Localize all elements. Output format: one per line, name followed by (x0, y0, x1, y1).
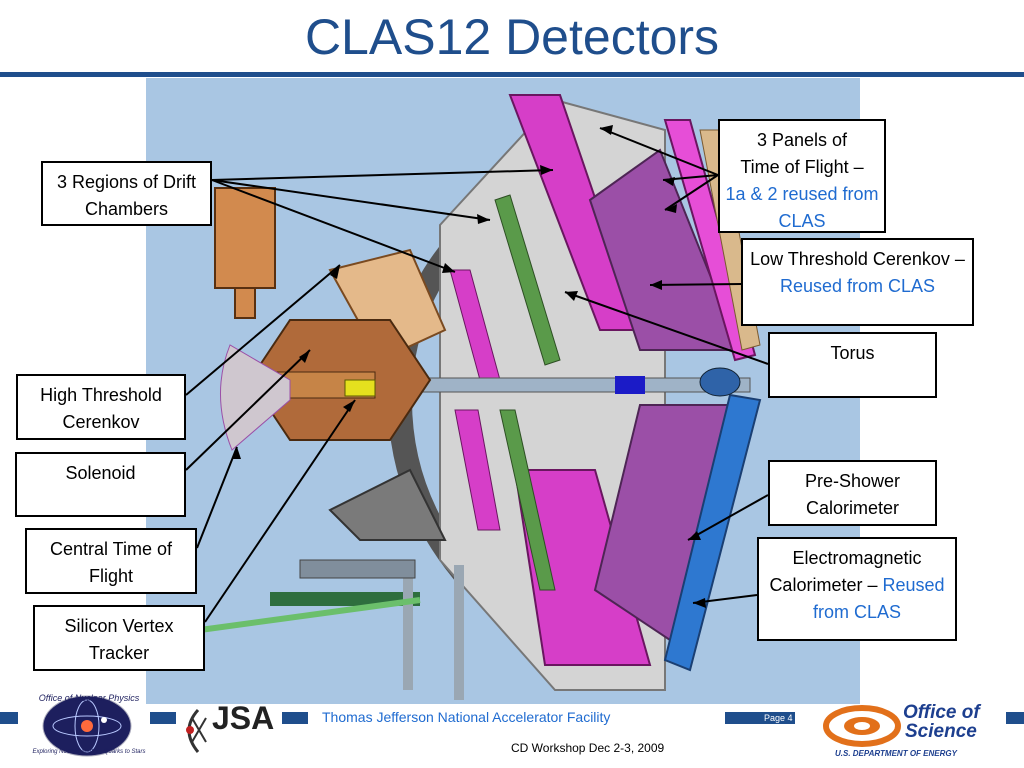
callout-solenoid: Solenoid (15, 452, 186, 517)
callout-ec-main: Electromagnetic Calorimeter – (769, 548, 922, 595)
htcc-fan (219, 344, 291, 451)
cryostat-tank (214, 187, 276, 289)
support-beam (199, 597, 421, 633)
callout-ctof: Central Time of Flight (25, 528, 197, 594)
callout-svt: Silicon Vertex Tracker (33, 605, 205, 671)
drift-chamber-r2 (494, 194, 561, 366)
callout-drift-chambers-text: 3 Regions of Drift Chambers (56, 172, 197, 219)
footer-facility: Thomas Jefferson National Accelerator Fa… (322, 709, 611, 725)
callout-htcc-text: High Threshold Cerenkov (40, 385, 162, 432)
ec-lower (663, 393, 762, 672)
callout-pcal-text: Pre-Shower Calorimeter (804, 471, 901, 518)
callout-htcc: High Threshold Cerenkov (16, 374, 186, 440)
beam-component (615, 376, 645, 394)
callout-ltcc-reused: Reused from CLAS (779, 276, 936, 296)
ftof-lower-panel (513, 469, 652, 666)
onp-logo-text: Office of Nuclear Physics (38, 693, 140, 703)
onp-logo-tagline: Exploring Nuclear Matter - Quarks to Sta… (32, 749, 146, 755)
footer-bar-mid (150, 712, 176, 724)
downstream-tip (699, 367, 741, 397)
callout-ftof-reused: 1a & 2 reused from CLAS (725, 184, 879, 231)
svt-body (344, 379, 376, 397)
footer-bar-mid2 (282, 712, 308, 724)
support-post (403, 560, 413, 690)
cryostat-neck (234, 287, 256, 319)
drift-chamber-r1-lower (454, 409, 501, 531)
callout-svt-text: Silicon Vertex Tracker (64, 616, 174, 663)
callout-ctof-text: Central Time of Flight (49, 539, 173, 586)
footer-bar-end (1006, 712, 1024, 724)
jsa-logo (186, 708, 207, 753)
doe-logo-line1: Office of (903, 702, 980, 723)
support-post-2 (454, 565, 464, 700)
callout-solenoid-text: Solenoid (65, 463, 136, 483)
jsa-logo-text: JSA (212, 700, 275, 736)
callout-ftof: 3 Panels of Time of Flight – 1a & 2 reus… (718, 119, 886, 233)
doe-logo-line2: Science (905, 721, 977, 742)
callout-torus-text: Torus (830, 343, 875, 363)
callout-ltcc-main: Low Threshold Cerenkov – (750, 249, 965, 269)
callout-pcal: Pre-Shower Calorimeter (768, 460, 937, 526)
callout-torus: Torus (768, 332, 937, 398)
callout-ec: Electromagnetic Calorimeter – Reused fro… (757, 537, 957, 641)
doe-logo-line3: U.S. DEPARTMENT OF ENERGY (835, 749, 957, 758)
footer-bar-right (725, 712, 795, 724)
footer-page: Page 4 (764, 713, 793, 723)
callout-ftof-line2: Time of Flight – (740, 157, 864, 177)
slide-title: CLAS12 Detectors (304, 9, 720, 65)
title-rule (0, 72, 1024, 77)
onp-logo (42, 695, 132, 757)
doe-logo-mark (823, 705, 901, 747)
drift-chamber-r2-lower (499, 409, 556, 591)
footer-workshop: CD Workshop Dec 2-3, 2009 (511, 741, 665, 755)
footer-bar-left (0, 712, 18, 724)
callout-drift-chambers: 3 Regions of Drift Chambers (41, 161, 212, 226)
arrow-heads (233, 125, 706, 608)
callout-arrows (185, 127, 769, 623)
htcc-lower-body (328, 468, 447, 541)
callout-ec-reused: Reused from CLAS (812, 575, 945, 622)
callout-ltcc: Low Threshold Cerenkov – Reused from CLA… (741, 238, 974, 326)
callout-ftof-line1: 3 Panels of (756, 130, 848, 150)
support-frame (299, 559, 416, 579)
